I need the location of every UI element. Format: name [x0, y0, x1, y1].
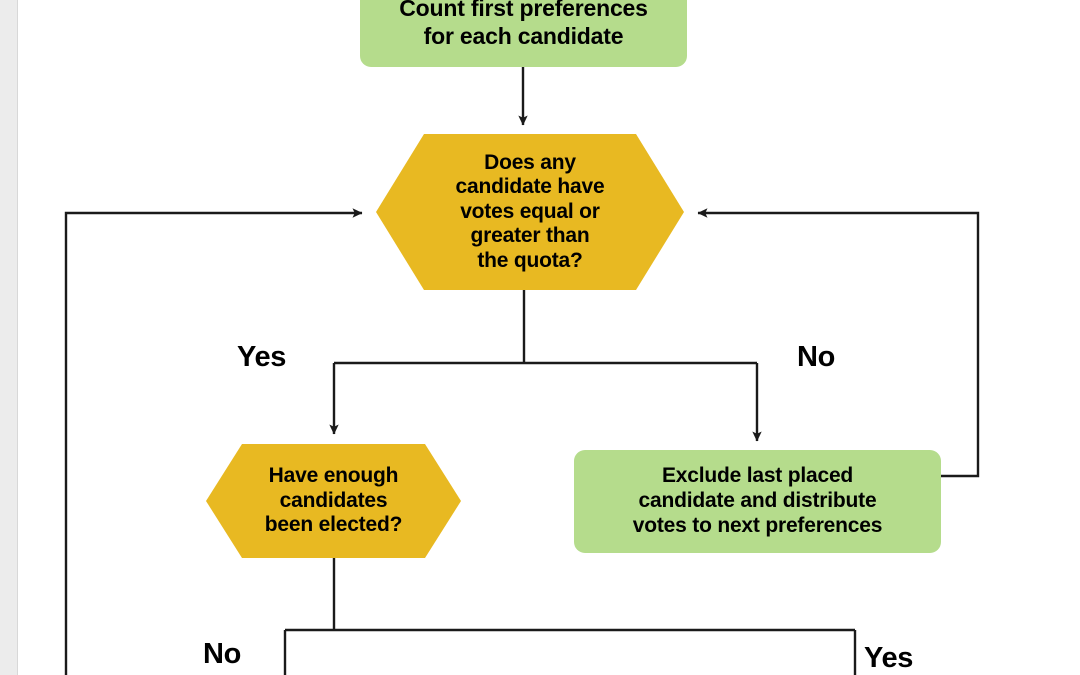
node-count-first-preferences[interactable]: Count first preferences for each candida… — [360, 0, 687, 67]
edge-label-elected-yes: Yes — [864, 642, 914, 674]
node-count-first-preferences-label: Count first preferences for each candida… — [399, 0, 648, 49]
edge-elected-split — [283, 558, 857, 675]
node-quota-decision-label: Does any candidate have votes equal or g… — [455, 151, 605, 272]
edge-left-loop-back — [64, 208, 363, 675]
quota-decision-hexagon-shape — [376, 134, 684, 290]
edge-label-quota-no: No — [797, 341, 836, 373]
node-exclude-last-placed[interactable]: Exclude last placed candidate and distri… — [574, 450, 941, 553]
page-margin-edge — [17, 0, 18, 675]
node-exclude-last-placed-label: Exclude last placed candidate and distri… — [632, 464, 883, 537]
edge-exclude-loop-back — [697, 208, 980, 478]
node-quota-decision[interactable]: Does any candidate have votes equal or g… — [376, 134, 684, 290]
edge-label-quota-yes: Yes — [237, 341, 287, 373]
node-enough-elected-decision[interactable]: Have enough candidates been elected? — [206, 444, 461, 558]
edge-label-elected-no: No — [203, 638, 242, 670]
enough-elected-hexagon-shape — [206, 444, 461, 558]
edge-quota-split — [329, 290, 762, 442]
page-margin-strip — [0, 0, 17, 675]
node-enough-elected-decision-label: Have enough candidates been elected? — [264, 464, 403, 537]
